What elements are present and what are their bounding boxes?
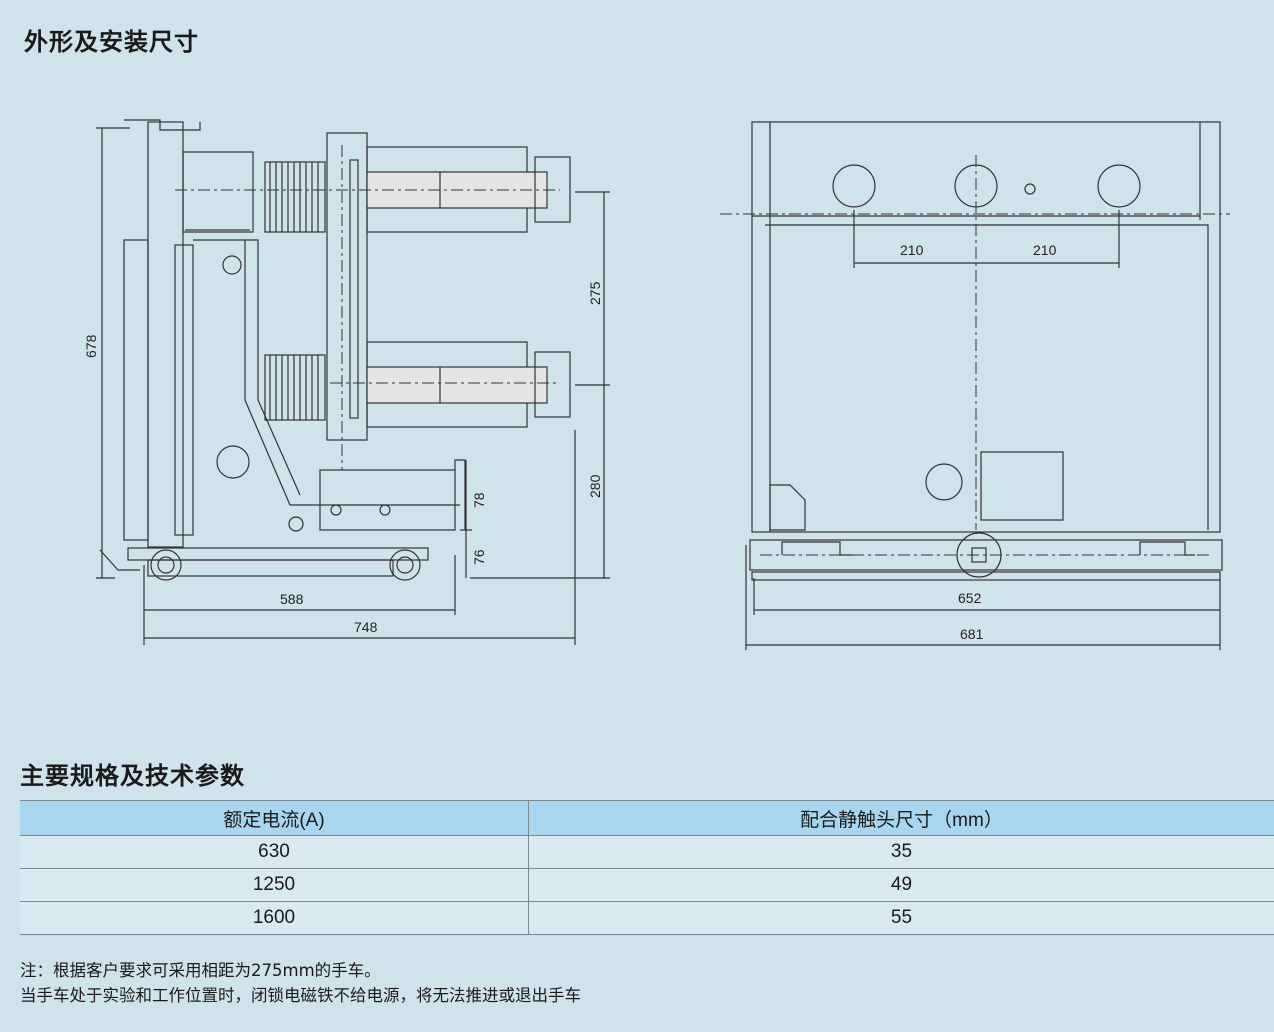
dim-78: 78 — [471, 492, 487, 508]
table-row: 1600 55 — [20, 901, 1274, 935]
cell-current: 1600 — [20, 901, 529, 935]
cell-current: 630 — [20, 835, 529, 869]
cell-size: 55 — [528, 901, 1274, 935]
dim-210-right: 210 — [1033, 242, 1057, 258]
notes: 注：根据客户要求可采用相距为275mm的手车。 当手车处于实验和工作位置时，闭锁… — [20, 958, 581, 1008]
table-header-row: 额定电流(A) 配合静触头尺寸（mm） — [20, 800, 1274, 836]
dim-748: 748 — [354, 619, 378, 635]
dim-652: 652 — [958, 590, 982, 606]
cell-size: 49 — [528, 868, 1274, 902]
dim-588: 588 — [280, 591, 304, 607]
table-row: 630 35 — [20, 835, 1274, 869]
dim-678: 678 — [83, 334, 99, 358]
table-row: 1250 49 — [20, 868, 1274, 902]
technical-drawing: 678 275 280 78 76 588 748 210 210 652 68… — [83, 119, 1230, 650]
dim-681: 681 — [960, 626, 984, 642]
dim-210-left: 210 — [900, 242, 924, 258]
section-title-dimensions: 外形及安装尺寸 — [24, 28, 199, 56]
section-title-specs: 主要规格及技术参数 — [20, 762, 245, 790]
dim-76: 76 — [471, 549, 487, 565]
note-line: 注：根据客户要求可采用相距为275mm的手车。 — [20, 961, 381, 980]
cell-size: 35 — [528, 835, 1274, 869]
dim-275: 275 — [587, 281, 603, 305]
header-rated-current: 额定电流(A) — [20, 800, 529, 836]
spec-table: 额定电流(A) 配合静触头尺寸（mm） 630 35 1250 49 1600 … — [20, 800, 1274, 935]
note-line: 当手车处于实验和工作位置时，闭锁电磁铁不给电源，将无法推进或退出手车 — [20, 986, 581, 1005]
header-contact-size: 配合静触头尺寸（mm） — [528, 800, 1274, 836]
dim-280: 280 — [587, 474, 603, 498]
cell-current: 1250 — [20, 868, 529, 902]
